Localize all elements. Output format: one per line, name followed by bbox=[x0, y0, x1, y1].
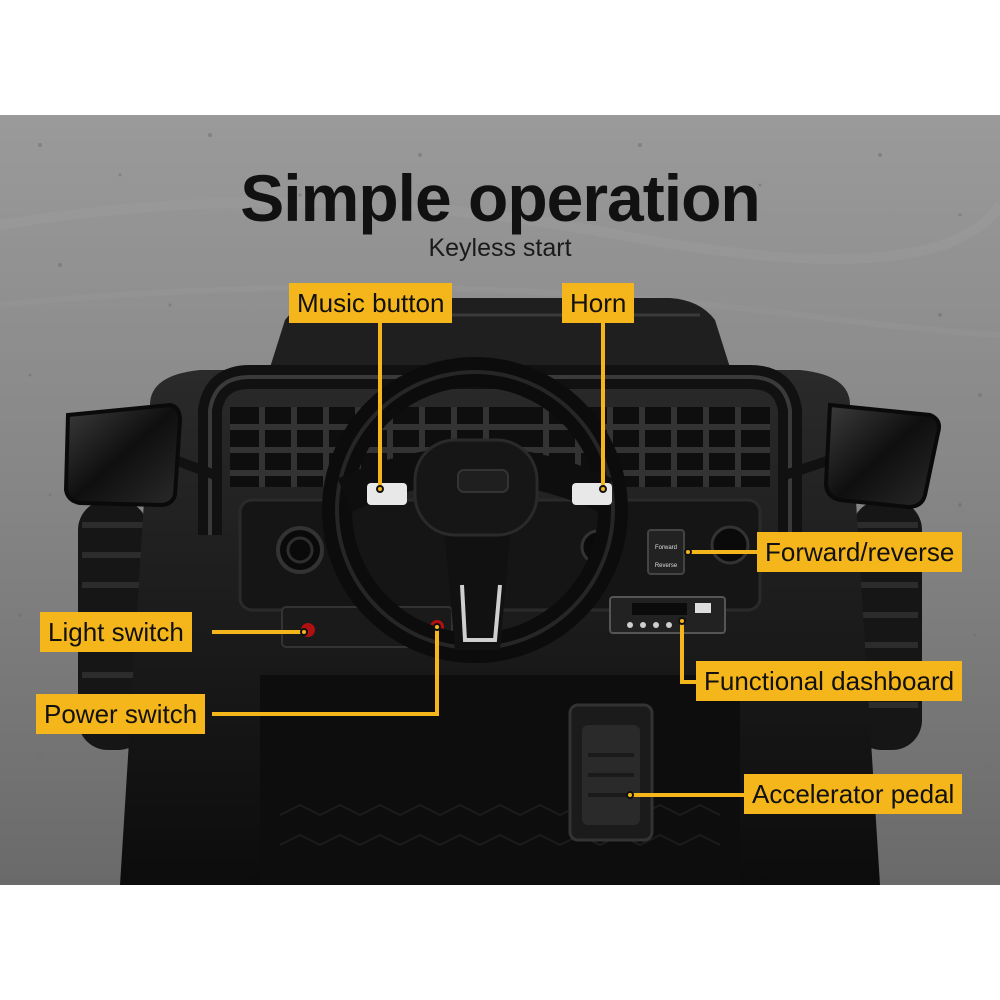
reverse-text: Reverse bbox=[655, 563, 678, 569]
light-switch-dot bbox=[300, 628, 308, 636]
forward-reverse-leader bbox=[690, 550, 758, 554]
page-subtitle: Keyless start bbox=[428, 234, 572, 262]
functional-dashboard-leader-v bbox=[680, 620, 684, 682]
power-switch-leader-h bbox=[212, 712, 439, 716]
page-title: Simple operation bbox=[240, 161, 760, 235]
light-switch-label: Light switch bbox=[40, 612, 192, 652]
horn-leader bbox=[601, 322, 605, 490]
forward-reverse-dot bbox=[684, 548, 692, 556]
music-button-label: Music button bbox=[289, 283, 453, 323]
power-switch-dot bbox=[433, 623, 441, 631]
power-switch-leader-v bbox=[435, 628, 439, 714]
asphalt-texture bbox=[18, 133, 987, 767]
horn-label: Horn bbox=[562, 283, 635, 323]
music-button-leader bbox=[378, 322, 382, 490]
forward-text: Forward bbox=[655, 545, 677, 551]
ride-on-car-photo: Forward Reverse bbox=[0, 115, 1000, 885]
accelerator-pedal-label: Accelerator pedal bbox=[744, 774, 963, 814]
forward-reverse-label: Forward/reverse bbox=[757, 532, 963, 572]
functional-dashboard-leader-h bbox=[680, 680, 700, 684]
power-switch-label: Power switch bbox=[36, 694, 206, 734]
accelerator-pedal-dot bbox=[626, 791, 634, 799]
functional-dashboard-dot bbox=[678, 617, 686, 625]
right-mirror bbox=[783, 402, 941, 510]
light-switch-leader bbox=[212, 630, 304, 634]
music-button-dot bbox=[376, 485, 384, 493]
left-mirror bbox=[63, 402, 217, 508]
accelerator-pedal-shape bbox=[568, 703, 654, 842]
floor bbox=[260, 675, 740, 885]
functional-dashboard-label: Functional dashboard bbox=[696, 661, 963, 701]
accelerator-pedal-leader bbox=[630, 793, 746, 797]
horn-dot bbox=[599, 485, 607, 493]
